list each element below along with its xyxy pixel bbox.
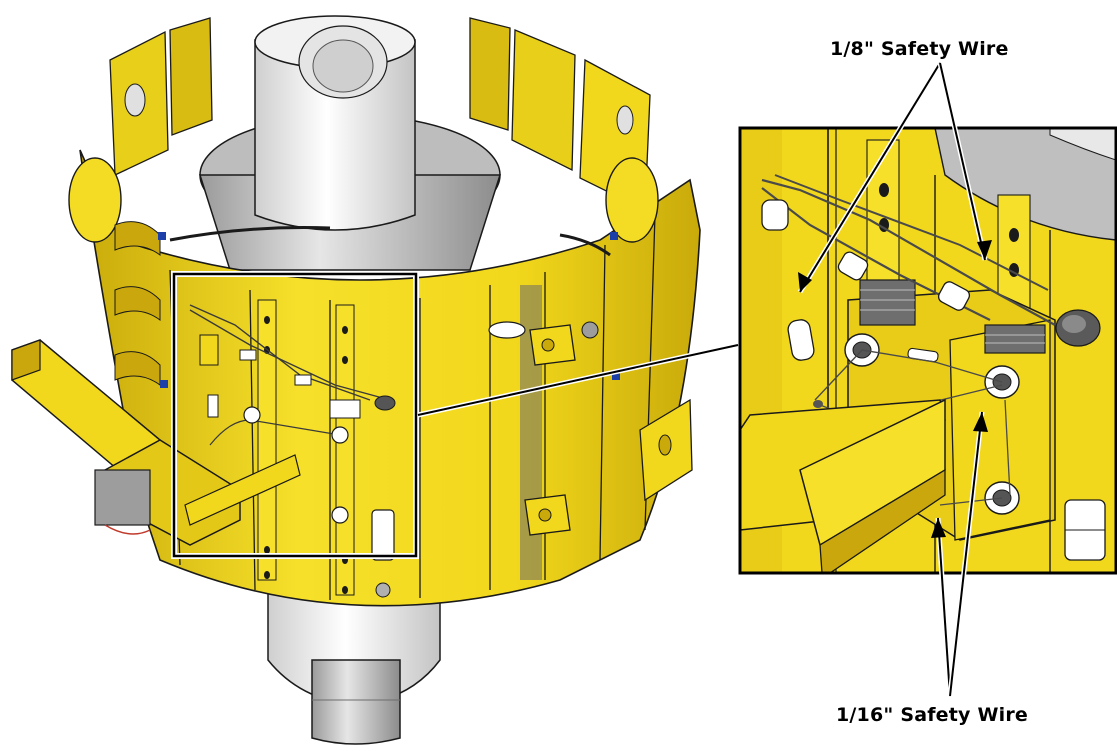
callout-arrows-sixteenth-wire (931, 411, 988, 697)
callout-label-sixteenth-inch-wire: 1/16" Safety Wire (836, 704, 1028, 726)
enlarged-detail-view (738, 126, 1117, 575)
detail-highlight-frame (171, 271, 419, 559)
upper-mandrel (198, 15, 502, 271)
lower-mandrel (267, 589, 441, 745)
callout-arrows-eighth-wire (797, 61, 992, 294)
left-side-features (68, 157, 659, 388)
callout-label-eighth-inch-wire: 1/8" Safety Wire (830, 38, 1009, 60)
right-side-latches (371, 321, 693, 598)
